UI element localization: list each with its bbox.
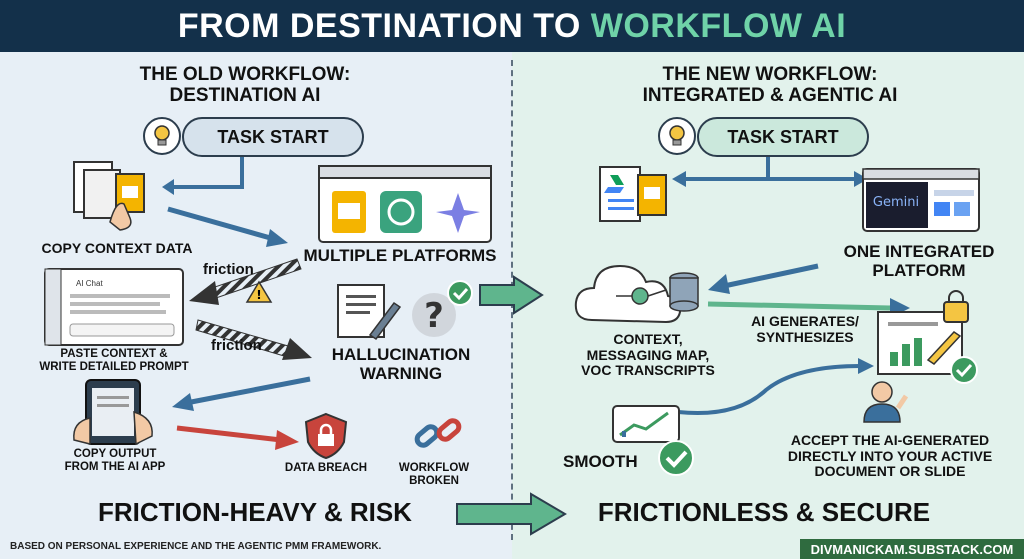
center-arrow-top xyxy=(479,275,544,315)
smooth-check-icon xyxy=(658,440,694,476)
gemini-logo-text: Gemini xyxy=(872,195,920,210)
footer-site-badge: DIVMANICKAM.SUBSTACK.COM xyxy=(800,539,1024,559)
copy-context-label: COPY CONTEXT DATA xyxy=(41,240,193,256)
old-workflow-title: THE OLD WORKFLOW:DESTINATION AI xyxy=(139,64,351,107)
cloud-database-icon xyxy=(574,264,699,324)
header-banner: FROM DESTINATION TO WORKFLOW AI xyxy=(0,0,1024,52)
lightbulb-icon-new xyxy=(658,117,696,155)
ai-chat-title: AI Chat xyxy=(76,279,103,288)
multiple-platforms-label: MULTIPLE PLATFORMS xyxy=(303,246,497,265)
arrow-to-copy-output xyxy=(172,376,311,411)
arrow-task-to-copy xyxy=(162,157,244,195)
friction-heavy-title: FRICTION-HEAVY & RISK xyxy=(98,497,412,527)
warning-icon: ! xyxy=(245,280,273,303)
drive-docs-icon xyxy=(599,166,667,222)
new-workflow-title: THE NEW WORKFLOW:INTEGRATED & AGENTIC AI xyxy=(642,64,898,107)
lightbulb-icon xyxy=(143,117,181,155)
paste-context-label: PASTE CONTEXT &WRITE DETAILED PROMPT xyxy=(39,348,189,373)
page-title: FROM DESTINATION TO WORKFLOW AI xyxy=(177,6,847,45)
ai-generates-label: AI GENERATES/SYNTHESIZES xyxy=(751,313,859,345)
friction-arrow-2 xyxy=(195,319,312,360)
hallucination-document-icon: ? xyxy=(337,280,473,341)
arrow-to-data-breach xyxy=(176,425,299,450)
svg-text:?: ? xyxy=(424,296,444,336)
page-title-accent: WORKFLOW AI xyxy=(590,6,847,45)
tablet-hands-icon xyxy=(73,379,153,446)
generated-document-icon xyxy=(877,290,978,384)
frictionless-secure-title: FRICTIONLESS & SECURE xyxy=(597,497,931,527)
task-start-pill-new: TASK START xyxy=(697,117,869,157)
ai-chat-window xyxy=(44,268,184,346)
friction-label-1: friction xyxy=(203,261,254,278)
arrow-copy-to-platforms xyxy=(167,206,288,247)
smooth-curve-arrow xyxy=(677,358,874,416)
friction-label-2: friction xyxy=(211,337,262,354)
svg-text:!: ! xyxy=(256,288,261,302)
documents-hand-icon xyxy=(73,161,145,231)
gemini-window xyxy=(862,168,980,232)
shield-lock-icon xyxy=(304,412,348,460)
multiple-platforms-window xyxy=(318,165,492,243)
data-breach-label: DATA BREACH xyxy=(284,462,368,474)
smooth-label: SMOOTH xyxy=(563,452,638,471)
task-start-pill-old: TASK START xyxy=(182,117,364,157)
person-icon xyxy=(863,381,909,423)
fork-arrow-new xyxy=(672,157,868,187)
footer-note: BASED ON PERSONAL EXPERIENCE AND THE AGE… xyxy=(10,541,382,552)
center-arrow-bottom xyxy=(456,492,567,536)
arrow-platform-to-cloud xyxy=(708,263,819,294)
context-sources-label: CONTEXT,MESSAGING MAP,VOC TRANSCRIPTS xyxy=(581,331,715,379)
broken-chain-icon xyxy=(414,418,462,448)
friction-arrow-1 xyxy=(189,258,302,305)
smooth-chart-card xyxy=(612,405,680,443)
